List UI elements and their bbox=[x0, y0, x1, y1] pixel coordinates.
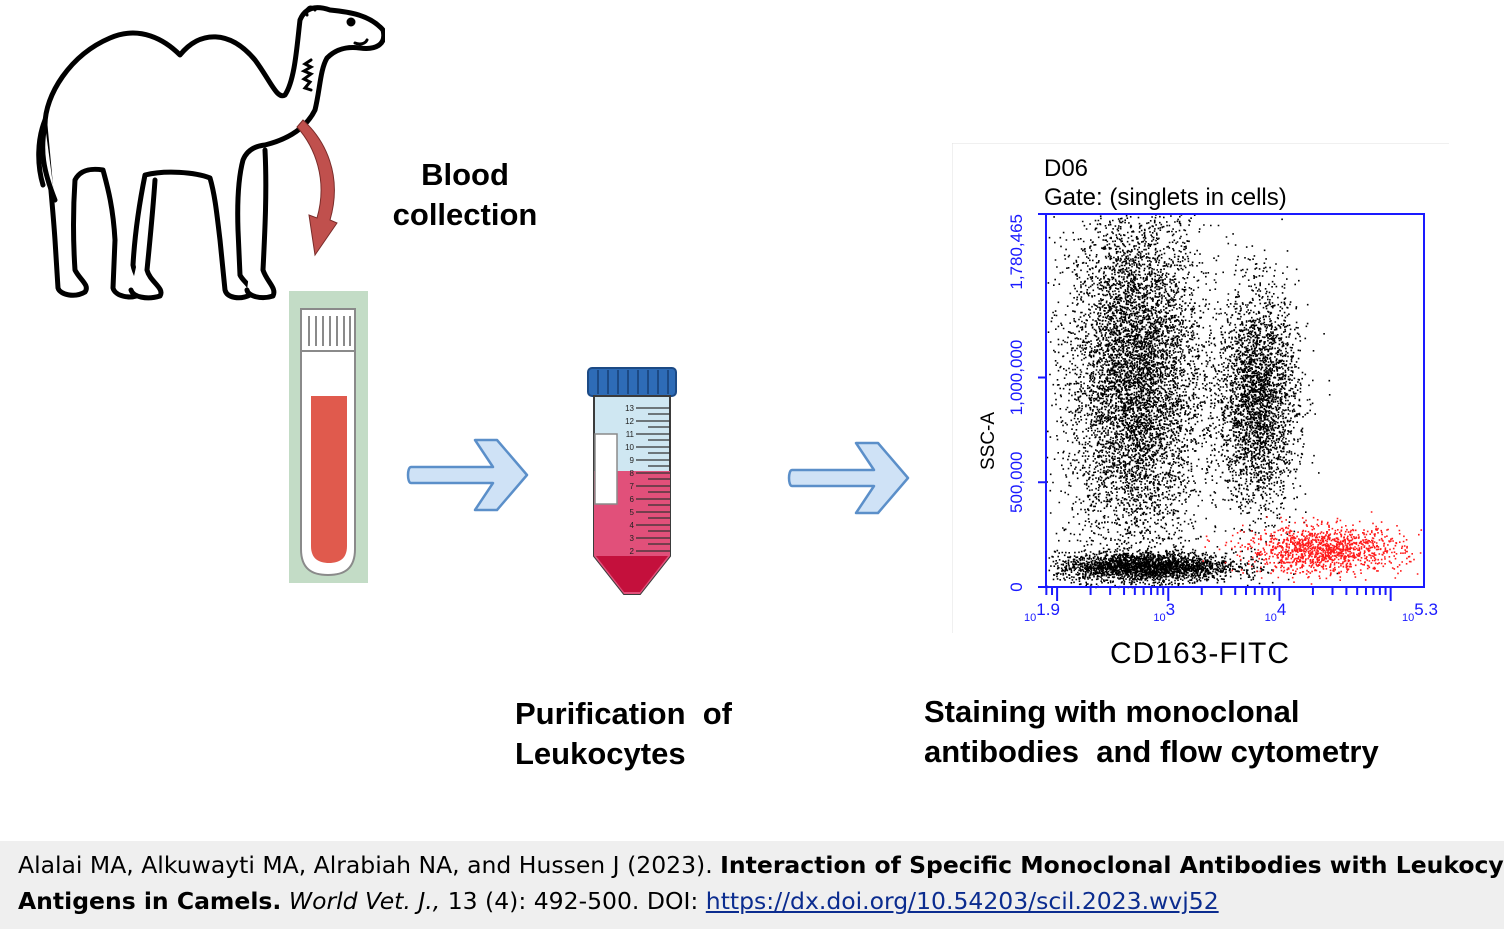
falcon-mark-label: 11 bbox=[626, 430, 635, 439]
staining-label: Staining with monoclonal antibodies and … bbox=[924, 692, 1484, 772]
event-population-ungated bbox=[1046, 214, 1280, 589]
purification-line1: Purification of bbox=[515, 696, 732, 731]
falcon-mark-label: 13 bbox=[625, 404, 634, 413]
falcon-mark-label: 12 bbox=[625, 417, 634, 426]
falcon-mark-label: 2 bbox=[630, 547, 635, 556]
event-population-gated bbox=[1202, 511, 1423, 585]
x-tick-label: 104 bbox=[1265, 600, 1287, 624]
falcon-mark-label: 4 bbox=[630, 521, 635, 530]
blood-collection-line1: Blood bbox=[421, 157, 509, 192]
purification-line2: Leukocytes bbox=[515, 736, 686, 771]
citation-line2: Antigens in Camels. World Vet. J., 13 (4… bbox=[18, 887, 1219, 915]
citation-doi-link[interactable]: https://dx.doi.org/10.54203/scil.2023.wv… bbox=[705, 887, 1219, 915]
conical-centrifuge-tube-icon: 13 12 11 10 9 8 7 6 5 4 3 2 bbox=[587, 367, 677, 595]
citation-volume: 13 (4): 492-500. DOI: bbox=[447, 887, 699, 915]
falcon-mark-label: 8 bbox=[630, 469, 635, 478]
purification-label: Purification of Leukocytes bbox=[515, 694, 795, 774]
citation-authors: Alalai MA, Alkuwayti MA, Alrabiah NA, an… bbox=[18, 851, 713, 879]
right-arrow-icon bbox=[787, 441, 910, 515]
flow-cytometry-plot: D06 Gate: (singlets in cells) 0 500,000 1,… bbox=[952, 143, 1449, 668]
x-tick-label: 101.9 bbox=[1024, 600, 1060, 624]
gate-label: Gate: (singlets in cells) bbox=[1044, 184, 1287, 211]
event-population-ungated bbox=[1046, 539, 1339, 589]
x-axis-label: CD163-FITC bbox=[1110, 637, 1290, 668]
right-arrow-icon bbox=[406, 438, 529, 512]
falcon-mark-label: 5 bbox=[630, 508, 635, 517]
blood-tube-icon bbox=[289, 291, 368, 583]
staining-line1: Staining with monoclonal bbox=[924, 694, 1300, 729]
y-tick-label: 1,000,000 bbox=[1007, 340, 1026, 416]
citation-box: Alalai MA, Alkuwayti MA, Alrabiah NA, an… bbox=[0, 841, 1504, 929]
y-axis-label: SSC-A bbox=[978, 412, 999, 470]
falcon-mark-label: 6 bbox=[630, 495, 635, 504]
citation-journal: World Vet. J., bbox=[288, 887, 441, 915]
y-tick-label: 500,000 bbox=[1007, 452, 1026, 513]
event-population-ungated bbox=[1194, 218, 1331, 585]
falcon-mark-label: 3 bbox=[630, 534, 635, 543]
falcon-mark-label: 10 bbox=[625, 443, 634, 452]
x-tick-label: 105.3 bbox=[1402, 600, 1438, 624]
camel-illustration bbox=[36, 5, 385, 301]
staining-line2: antibodies and flow cytometry bbox=[924, 734, 1379, 769]
citation-title-part2: Antigens in Camels. bbox=[18, 887, 282, 915]
y-tick-label: 1,780,465 bbox=[1007, 214, 1026, 290]
falcon-mark-label: 9 bbox=[630, 456, 635, 465]
blood-collection-line2: collection bbox=[392, 197, 538, 232]
citation-line1: Alalai MA, Alkuwayti MA, Alrabiah NA, an… bbox=[18, 851, 1504, 879]
falcon-mark-label: 7 bbox=[630, 482, 635, 491]
sample-id-label: D06 bbox=[1044, 155, 1088, 182]
red-curved-arrow-icon bbox=[296, 119, 338, 257]
y-tick-label: 0 bbox=[1007, 582, 1026, 591]
blood-collection-label: Blood collection bbox=[370, 155, 560, 235]
x-tick-label: 103 bbox=[1153, 600, 1175, 624]
citation-title-part1: Interaction of Specific Monoclonal Antib… bbox=[720, 851, 1504, 879]
